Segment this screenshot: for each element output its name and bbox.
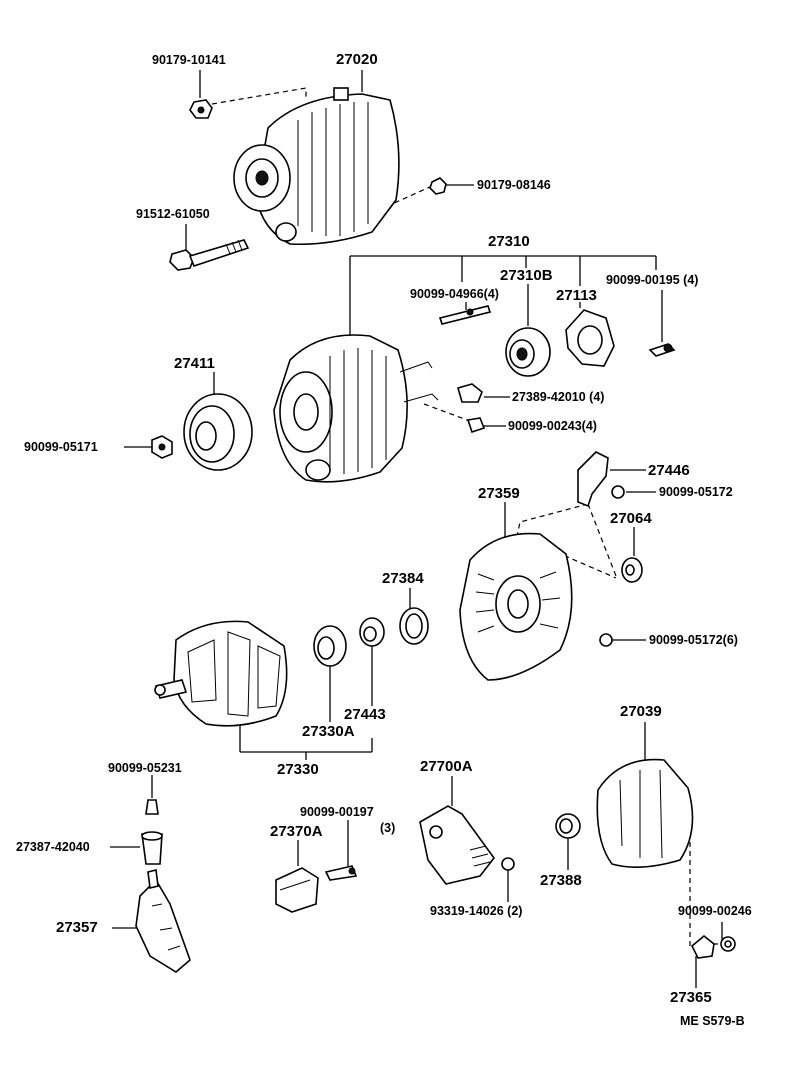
label-93319-14026: 93319-14026 (2): [430, 904, 523, 918]
label-90099-00243: 90099-00243(4): [508, 419, 597, 433]
label-27446: 27446: [648, 462, 690, 479]
label-27443: 27443: [344, 706, 386, 723]
nut-90099-05172-6-drawing: [599, 633, 613, 647]
cover-27384-drawing: [399, 607, 429, 645]
screw-93319-14026-drawing: [501, 857, 515, 871]
label-27370a: 27370A: [270, 823, 323, 840]
nut-90099-05172-drawing: [611, 485, 625, 499]
label-27411: 27411: [174, 355, 215, 372]
bolt-91512-61050-drawing: [169, 239, 250, 271]
insulator-27389-42010-drawing: [457, 383, 483, 403]
label-27387-42040: 27387-42040: [16, 840, 90, 854]
label-90179-10141: 90179-10141: [152, 53, 226, 67]
pulley-27411-drawing: [183, 393, 253, 471]
bearing-27310b-drawing: [505, 327, 551, 377]
label-27384: 27384: [382, 570, 424, 587]
label-90099-04966: 90099-04966(4): [410, 287, 499, 301]
nut-90179-10141-drawing: [189, 99, 213, 119]
leader-lines: [110, 70, 723, 988]
regulator-27700a-drawing: [419, 805, 496, 885]
alternator-assembly-drawing: [233, 87, 400, 246]
bearing-27330a-drawing: [313, 625, 347, 667]
label-27365: 27365: [670, 989, 712, 1006]
nut-90099-05171-drawing: [151, 435, 173, 459]
diagram-code: ME S579-B: [680, 1014, 745, 1028]
cover-27443-drawing: [359, 617, 385, 647]
screw-90099-00197-drawing: [324, 865, 358, 881]
label-27389-42010: 27389-42010 (4): [512, 390, 605, 404]
label-90099-00197: 90099-00197: [300, 805, 374, 819]
rotor-27330-drawing: [154, 620, 288, 727]
retainer-plate-27113-drawing: [565, 309, 615, 367]
label-90099-00246: 90099-00246: [678, 904, 752, 918]
label-27700a: 27700A: [420, 758, 473, 775]
label-27113: 27113: [556, 287, 597, 304]
bracket-27446-drawing: [577, 451, 609, 508]
label-90099-00197-qty: (3): [380, 821, 396, 835]
label-90099-05231: 90099-05231: [108, 761, 182, 775]
label-91512-61050: 91512-61050: [136, 207, 210, 221]
label-90099-05172-6: 90099-05172(6): [649, 633, 738, 647]
screw-90099-04966-drawing: [438, 305, 492, 325]
label-27039: 27039: [620, 703, 662, 720]
label-27359: 27359: [478, 485, 520, 502]
rear-cover-27039-drawing: [596, 758, 694, 868]
housing-assembly-drawing: [273, 334, 439, 483]
brush-holder-27357-drawing: [135, 869, 191, 973]
label-90099-05172: 90099-05172: [659, 485, 733, 499]
label-90099-05171: 90099-05171: [24, 440, 98, 454]
end-frame-27359-drawing: [459, 532, 573, 681]
label-27388: 27388: [540, 872, 582, 889]
label-27064: 27064: [610, 510, 652, 527]
nut-90179-08146-drawing: [429, 177, 447, 195]
nut-90099-00246-drawing: [720, 936, 736, 952]
label-27330a: 27330A: [302, 723, 355, 740]
label-27357: 27357: [56, 919, 98, 936]
label-27310b: 27310B: [500, 267, 553, 284]
insulator-27064-drawing: [621, 557, 643, 583]
terminal-27365-drawing: [691, 934, 715, 959]
screw-90099-00243-drawing: [466, 417, 486, 434]
label-90099-00195: 90099-00195 (4): [606, 273, 699, 287]
holder-27370a-drawing: [275, 867, 319, 913]
label-90179-08146: 90179-08146: [477, 178, 551, 192]
cover-27388-drawing: [555, 813, 581, 839]
screw-90099-05231-drawing: [145, 799, 159, 815]
label-27020: 27020: [336, 51, 378, 68]
label-27330: 27330: [277, 761, 319, 778]
label-27310: 27310: [488, 233, 530, 250]
cap-27387-42040-drawing: [141, 831, 163, 865]
screw-90099-00195-drawing: [648, 343, 676, 357]
